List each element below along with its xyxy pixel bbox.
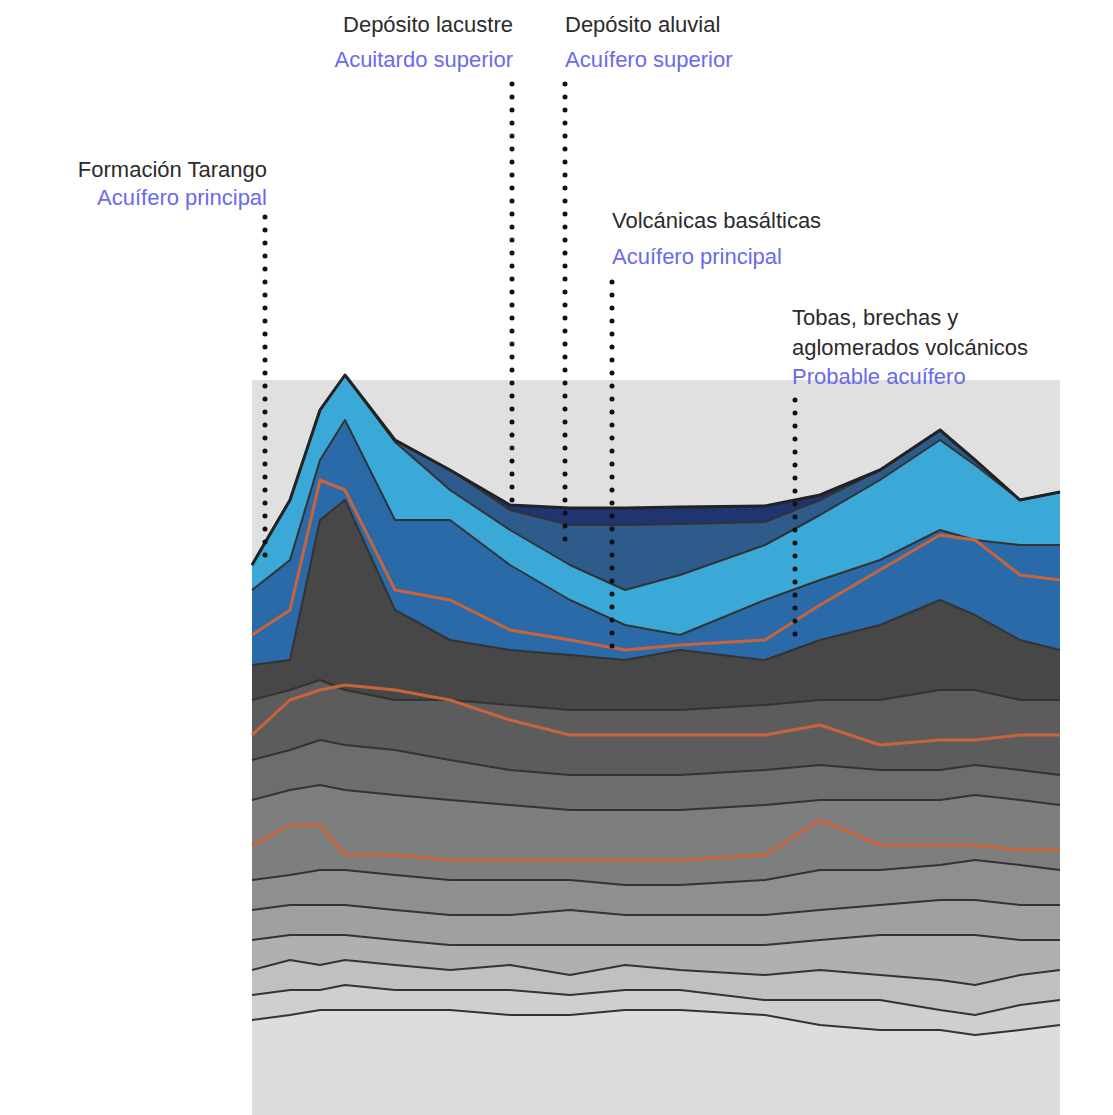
stratum <box>252 375 1060 1115</box>
stratum-boundary <box>252 960 1060 985</box>
stratum-boundary <box>252 680 1060 710</box>
water-level-line <box>252 820 1060 860</box>
stratum-boundary <box>252 1010 1060 1035</box>
aquifer-label: Acuífero principal <box>97 183 267 213</box>
stratum <box>252 785 1060 1115</box>
stratum-boundary <box>252 935 1060 945</box>
leader-line <box>610 282 615 650</box>
stratum-boundary <box>252 785 1060 810</box>
stratum <box>252 935 1060 1115</box>
aquifer-label: Acuífero principal <box>612 242 782 272</box>
unit-label: Tobas, brechas y aglomerados volcánicos <box>792 303 1082 363</box>
stratum-boundary <box>252 860 1060 885</box>
water-level-line <box>252 480 1060 650</box>
stratum <box>252 375 1060 1115</box>
leader-line <box>263 217 268 565</box>
stratum-boundary <box>252 420 1060 635</box>
stratum <box>252 960 1060 1115</box>
unit-label: Depósito aluvial <box>565 10 720 40</box>
strata <box>252 375 1060 1115</box>
unit-label: Volcánicas basálticas <box>612 206 821 236</box>
leader-line <box>793 400 798 645</box>
ground-surface <box>252 375 1060 565</box>
stratum <box>252 500 1060 1115</box>
unit-label: Formación Tarango <box>78 155 267 185</box>
stratum-boundary <box>252 500 1060 665</box>
stratum <box>252 860 1060 1115</box>
stratum-boundary <box>252 740 1060 775</box>
stratum-boundary <box>252 375 1060 590</box>
stratum <box>252 900 1060 1115</box>
leader-lines <box>265 84 795 650</box>
unit-label: Depósito lacustre <box>343 10 513 40</box>
aquifer-label: Acuífero superior <box>565 45 733 75</box>
stratum <box>252 680 1060 1115</box>
stratum <box>252 1010 1060 1115</box>
leader-line <box>510 84 515 505</box>
aquifer-label: Probable acuífero <box>792 362 966 392</box>
stratum <box>252 985 1060 1115</box>
water-level-line <box>252 685 1060 745</box>
leader-line <box>563 84 568 540</box>
stratum <box>252 740 1060 1115</box>
stratum-boundary <box>252 900 1060 915</box>
stratum <box>252 375 1060 1115</box>
aquifer-label: Acuitardo superior <box>334 45 513 75</box>
